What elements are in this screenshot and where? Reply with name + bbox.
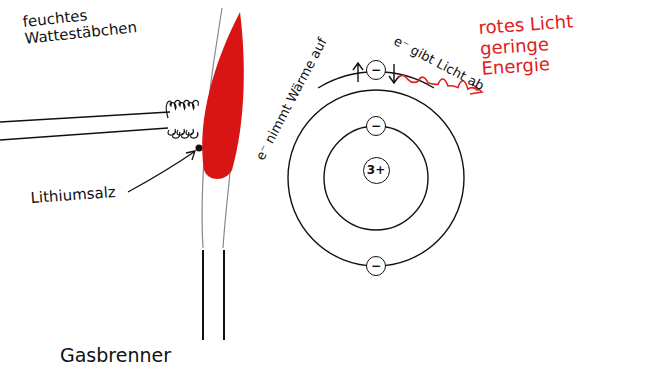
burner-wall [223, 250, 225, 340]
burner-label: Gasbrenner [60, 345, 171, 367]
electron: − [366, 256, 386, 276]
electron: − [366, 116, 386, 136]
salt-dot [196, 145, 203, 152]
salt-label: Lithiumsalz [30, 184, 116, 207]
electron-sign: − [371, 260, 381, 272]
arrow-up [353, 63, 363, 82]
arrow-down [389, 64, 399, 83]
burner-wall [202, 250, 204, 340]
outer-shell [288, 90, 464, 266]
electron: − [366, 60, 386, 80]
emit-label: e⁻ gibt Licht ab [391, 34, 486, 94]
cotton-head [166, 100, 198, 138]
swab-label: feuchtes Wattestäbchen [22, 5, 115, 49]
swab-stick [0, 112, 170, 140]
leader-line [128, 152, 194, 192]
inner-shell [324, 126, 428, 230]
electron-sign: − [371, 120, 381, 132]
electron-sign: − [371, 64, 381, 76]
nucleus: 3+ [363, 157, 390, 184]
light-label: rotes Licht geringe Energie [478, 8, 622, 80]
absorb-label: e⁻ nimmt Wärme auf [254, 36, 331, 163]
charge-label: 3+ [367, 164, 385, 176]
flame [202, 12, 244, 179]
arrow-head [186, 151, 195, 160]
